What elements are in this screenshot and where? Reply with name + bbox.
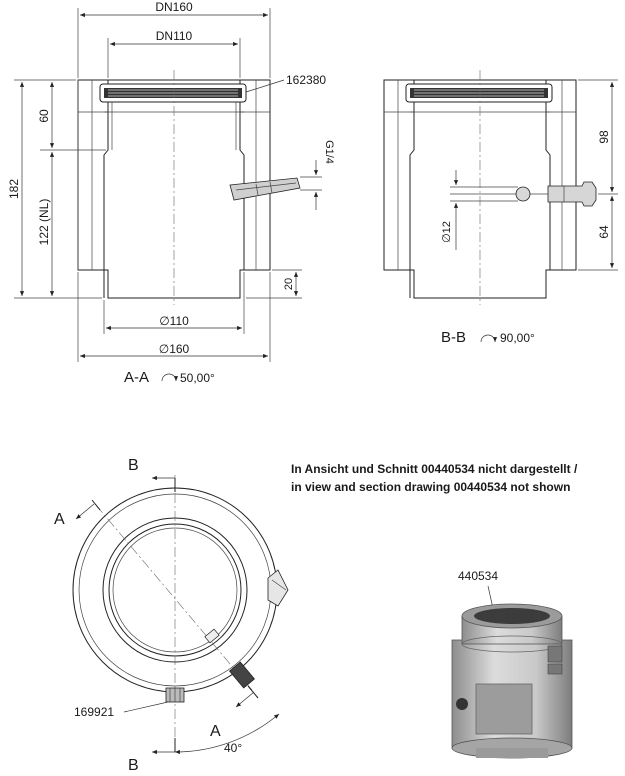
dim-60: 60: [37, 109, 51, 123]
label-b-top: B: [128, 457, 139, 474]
dim-20: 20: [283, 278, 295, 290]
dia-12-label: ∅12: [441, 221, 453, 243]
dn160-label: DN160: [155, 0, 193, 14]
plan-view: B B A A 169921 40°: [54, 457, 289, 774]
seal-part-label: 162380: [286, 73, 326, 87]
dim-122-nl: 122 (NL): [37, 199, 51, 246]
section-aa-angle: 50,00°: [180, 371, 215, 385]
section-view-bb: 98 64 ∅12 B-B 90,00°: [383, 70, 618, 346]
angle-40-label: 40°: [224, 741, 242, 755]
dim-98: 98: [597, 130, 611, 144]
dim-182: 182: [7, 179, 21, 199]
isometric-view: 440534: [451, 569, 573, 759]
dia-160-label: ∅160: [159, 342, 190, 356]
section-aa-title: A-A: [124, 369, 149, 386]
thread-label: G1/4: [323, 140, 335, 164]
label-a-bottom: A: [210, 723, 221, 740]
note-german: In Ansicht und Schnitt 00440534 nicht da…: [291, 462, 578, 476]
label-a-top: A: [54, 511, 65, 528]
section-view-aa: DN160 DN110 162380 182 60 122 (NL) G1/4 …: [7, 0, 335, 386]
dim-64: 64: [597, 225, 611, 239]
section-bb-title: B-B: [441, 329, 466, 346]
note-english: in view and section drawing 00440534 not…: [291, 480, 571, 494]
dia-110-label: ∅110: [159, 314, 189, 328]
iso-part-label: 440534: [458, 569, 498, 583]
label-b-bottom: B: [128, 757, 139, 774]
section-bb-angle: 90,00°: [500, 331, 535, 345]
dn110-label: DN110: [156, 29, 193, 43]
plug-part-label: 169921: [74, 705, 114, 719]
